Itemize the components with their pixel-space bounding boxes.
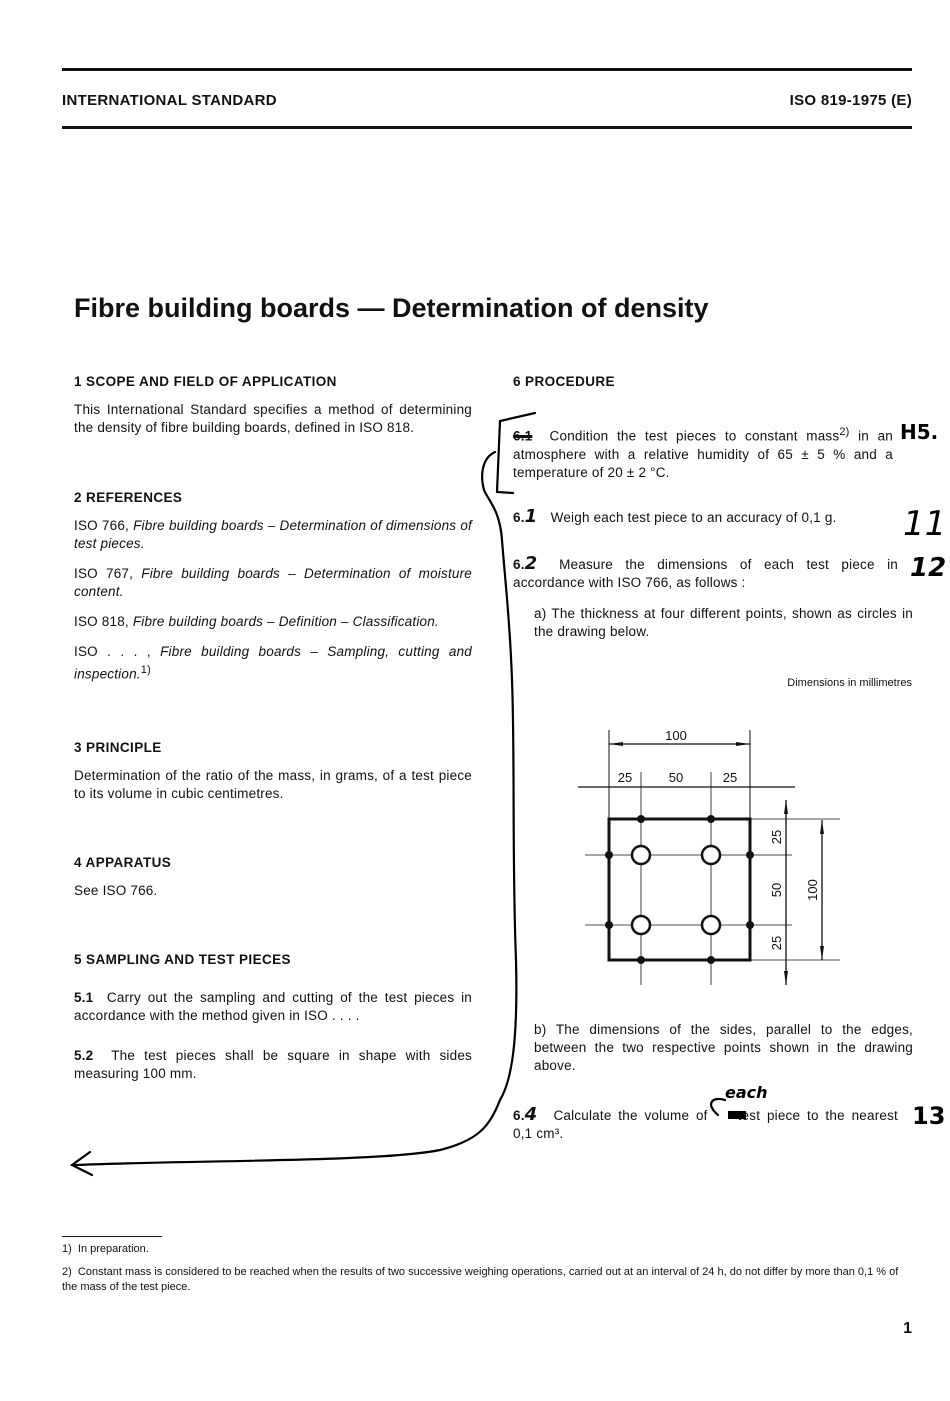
arrowhead [784,800,788,814]
annotation-11: 11 [903,504,946,544]
arrowhead [609,742,623,746]
clause-num: 5.2 [74,1047,94,1063]
s4-heading: 4 APPARATUS [74,854,172,870]
measure-point [707,956,715,964]
s6-heading: 6 PROCEDURE [513,374,615,389]
footnote-2: 2) Constant mass is considered to be rea… [62,1265,912,1295]
clause-text: The test pieces shall be square in shape… [74,1047,472,1081]
measure-point [605,851,613,859]
s6-3: 6.2 Measure the dimensions of each test … [513,553,899,592]
s6-3-b: b) The dimensions of the sides, parallel… [534,1022,913,1073]
annotation-13: 13 [912,1102,945,1130]
dim-side-seg: 50 [769,883,784,897]
s6-2: 6.1 Weigh each test piece to an accuracy… [513,506,837,527]
footnote-ref: 2) [839,426,850,438]
annotation-digit: 2 [524,553,538,574]
s1-text: This International Standard specifies a … [74,402,472,435]
page-number: 1 [903,1320,912,1337]
measure-point [637,956,645,964]
clause-num-struck: 6.1 [513,428,533,444]
thickness-circle [700,844,722,866]
arrowhead [736,742,750,746]
annotation-each: each [725,1083,768,1102]
arrowhead [820,946,824,960]
test-piece-drawing: 100 25 50 25 25 50 25 100 [578,728,840,985]
header-rule-top [62,68,912,71]
clause-num: 6. [513,1108,525,1123]
ref-818: ISO 818, Fibre building boards – Definit… [74,613,472,631]
arrow-head [69,1150,94,1177]
measure-point [605,921,613,929]
ref-title: Fibre building boards – Determination of… [74,566,473,599]
ref-sampling: ISO . . . , Fibre building boards – Samp… [74,643,472,684]
footnote-1: 1) In preparation. [62,1242,149,1257]
thickness-circle [630,914,652,936]
annotation-digit: 4 [524,1104,538,1125]
ref-num: ISO 818, [74,614,129,629]
arrowhead [784,971,788,985]
left-column: 1 SCOPE AND FIELD OF APPLICATION This In… [74,374,472,1083]
annotation-hs: H5. [900,420,938,444]
arrowhead [820,820,824,834]
s5-1: 5.1 Carry out the sampling and cutting o… [74,989,472,1025]
annotation-digit: 1 [524,506,538,527]
dim-side-seg: 25 [769,936,784,950]
footnote-rule [62,1236,162,1237]
clause-text: Measure the dimensions of each test piec… [513,557,899,590]
footnote-text: In preparation. [77,1243,149,1255]
measure-point [746,921,754,929]
dim-top-seg: 25 [723,770,737,785]
s6-1: 6.1 Condition the test pieces to constan… [513,423,893,482]
s3-text: Determination of the ratio of the mass, … [74,767,472,801]
clause-text: Weigh each test piece to an accuracy of … [550,510,837,525]
dim-side-seg: 25 [769,830,784,844]
header-right: ISO 819-1975 (E) [789,92,912,109]
s5-heading: 5 SAMPLING AND TEST PIECES [74,951,291,967]
ref-title: Fibre building boards – Determination of… [74,518,472,551]
s3-heading: 3 PRINCIPLE [74,739,162,755]
dim-side-total: 100 [805,879,820,901]
clause-text: Condition the test pieces to constant ma… [549,428,840,444]
dim-top-seg: 25 [618,770,632,785]
footnote-text: Constant mass is considered to be reache… [62,1266,899,1293]
clause-num: 5.1 [74,989,94,1005]
thickness-circle [630,844,652,866]
dim-top-total: 100 [665,728,687,743]
measure-point [746,851,754,859]
ref-767: ISO 767, Fibre building boards – Determi… [74,565,472,601]
page-title: Fibre building boards — Determination of… [74,293,709,323]
measure-point [637,815,645,823]
clause-num: 6. [513,557,525,572]
header-rule-bottom [62,126,912,129]
s4-text: See ISO 766. [74,882,158,898]
ref-766: ISO 766, Fibre building boards – Determi… [74,517,472,553]
test-piece-outline [607,817,752,962]
clause-text: in an atmosphere with a relative humidit… [513,428,893,480]
header-left: INTERNATIONAL STANDARD [62,92,277,109]
footnote-mark: 1) [62,1243,72,1255]
dimensions-note: Dimensions in millimetres [787,677,912,689]
clause-num: 6. [513,510,525,525]
s6-3-a: a) The thickness at four different point… [534,606,913,639]
dim-top-seg: 50 [669,770,683,785]
measure-point [707,815,715,823]
clause-text: Carry out the sampling and cutting of th… [74,989,472,1023]
ref-num: ISO 767, [74,566,134,581]
annotation-12: 12 [910,553,946,583]
clause-text: Calculate the volume of [553,1108,708,1123]
clause-text: test piece to the nearest 0,1 cm³. [513,1108,898,1141]
ref-num: ISO 766, [74,518,130,533]
thickness-circle [700,914,722,936]
ref-num: ISO . . . , [74,644,151,659]
footnote-mark: 2) [62,1266,72,1278]
footnote-ref: 1) [140,664,151,676]
s1-heading: 1 SCOPE AND FIELD OF APPLICATION [74,374,337,389]
s2-heading: 2 REFERENCES [74,490,183,505]
ref-title: Fibre building boards – Definition – Cla… [132,614,439,629]
s5-2: 5.2 The test pieces shall be square in s… [74,1047,472,1083]
